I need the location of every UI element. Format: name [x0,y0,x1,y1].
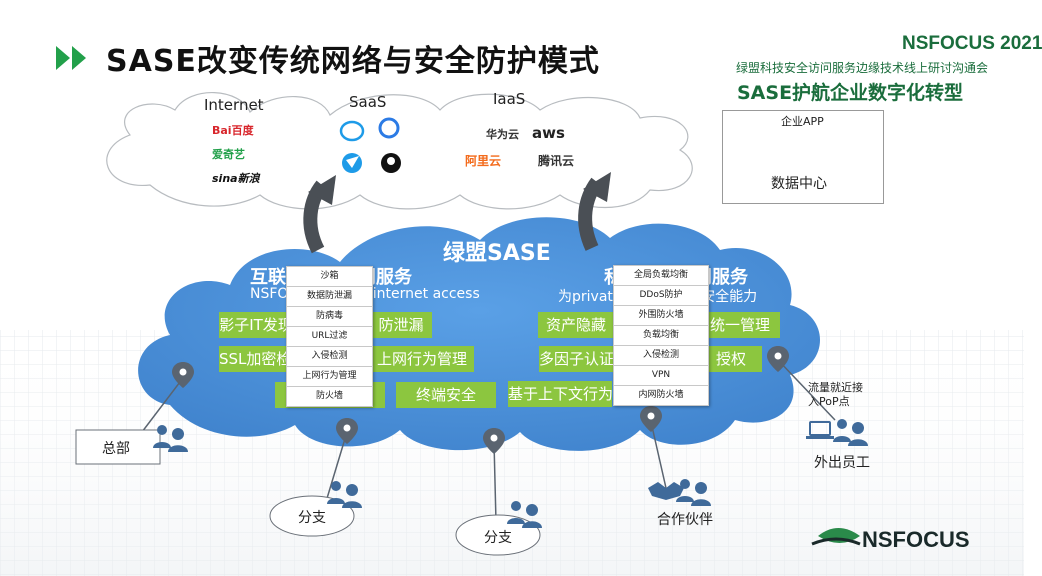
pin-hq-icon [172,362,194,388]
feature-shadow-it: 影子IT发现 [219,312,293,338]
datacenter-label: 数据中心 [771,176,827,192]
iqiyi-logo: 爱奇艺 [212,148,245,161]
remote-note-line1: 流量就近接 [808,381,863,394]
hq-box [75,429,161,465]
list-item: 上网行为管理 [287,367,372,387]
feature-mfa: 多因子认证 [539,346,614,372]
paper-plane-icon [342,153,362,173]
feature-endpoint-security: 终端安全 [396,382,496,408]
connection-lines [141,359,836,523]
remote-note-line2: 入PoP点 [808,395,850,408]
remote-people-icon [833,419,868,446]
pin-branch1-icon [336,418,358,444]
footer-logo-text: NSFOCUS [862,527,970,552]
title-arrows-icon [56,46,86,70]
brand-logo-text: NSFOCUS 2021 [902,33,1042,54]
feature-ssl-inspection: SSL加密检测 [219,346,306,372]
sina-logo: sina新浪 [212,172,260,185]
feature-context-behavior: 基于上下文行为 [508,381,613,407]
feature-dlp: 防泄漏 [370,312,432,338]
event-subtitle: 绿盟科技安全访问服务边缘技术线上研讨沟通会 [736,61,989,75]
laptop-icon [806,421,834,439]
hq-label: 总部 [102,441,130,457]
aws-logo: aws [532,124,565,142]
list-item: 防火墙 [315,391,343,401]
list-item: 入侵检测 [614,346,708,366]
branch2-ellipse [455,514,541,556]
cloud-drive-icon [378,117,400,139]
page-title: SASE改变传统网络与安全防护模式 [106,44,600,79]
saas-logos [339,117,401,173]
event-tagline: SASE护航企业数字化转型 [737,82,964,104]
branch1-ellipse [269,495,355,537]
branch2-people-icon [507,501,542,528]
sase-title: 绿盟SASE [443,241,551,266]
right-capability-list: 全局负载均衡 DDoS防护 外围防火墙 负载均衡 入侵检测 VPN 内网防火墙 [613,265,709,406]
huawei-cloud-logo: 华为云 [486,128,519,141]
feature-authorization: 授权 [700,346,762,372]
baidu-logo: Bai百度 [212,124,254,137]
left-capability-list: 沙箱 数据防泄漏 防病毒 URL过滤 入侵检测 上网行为管理 防火墙 [286,266,373,407]
saas-label: SaaS [349,93,387,111]
branch1-people-icon [327,481,362,508]
list-item: 全局负载均衡 [614,266,708,286]
branch2-label: 分支 [484,530,512,546]
feature-unified-mgmt: 统一管理 [700,312,780,338]
map-pins [172,346,789,454]
list-item: 数据防泄漏 [287,287,372,307]
list-item: 外围防火墙 [614,306,708,326]
list-item: VPN [614,366,708,386]
pin-remote-icon [767,346,789,372]
remote-employee-label: 外出员工 [814,455,870,471]
partner-label: 合作伙伴 [657,512,713,528]
feature-asset-hiding: 资产隐藏 [538,312,614,338]
list-item: 沙箱 [287,267,372,287]
pin-branch2-icon [483,428,505,454]
list-item: 负载均衡 [614,326,708,346]
iaas-label: IaaS [493,90,526,108]
partner-people-icon [676,479,711,506]
datacenter-box [722,110,884,204]
chat-bubble-icon [339,120,365,142]
aliyun-logo: 阿里云 [465,154,502,168]
list-item: 入侵检测 [287,347,372,367]
pin-partner-icon [640,406,662,432]
branch1-label: 分支 [298,510,326,526]
list-item: URL过滤 [287,327,372,347]
hq-people-icon [153,425,188,452]
tencent-cloud-logo: 腾讯云 [538,154,575,168]
handshake-icon [648,482,684,500]
internet-cloud-outline [106,92,693,210]
nsfocus-logo-mark-icon [811,528,861,546]
list-item: DDoS防护 [614,286,708,306]
enterprise-app-label: 企业APP [781,115,824,128]
list-item: 防病毒 [287,307,372,327]
internet-label: Internet [204,96,264,114]
list-item: 内网防火墙 [638,390,684,400]
feature-web-behavior: 上网行为管理 [370,346,474,372]
github-icon [381,153,401,173]
